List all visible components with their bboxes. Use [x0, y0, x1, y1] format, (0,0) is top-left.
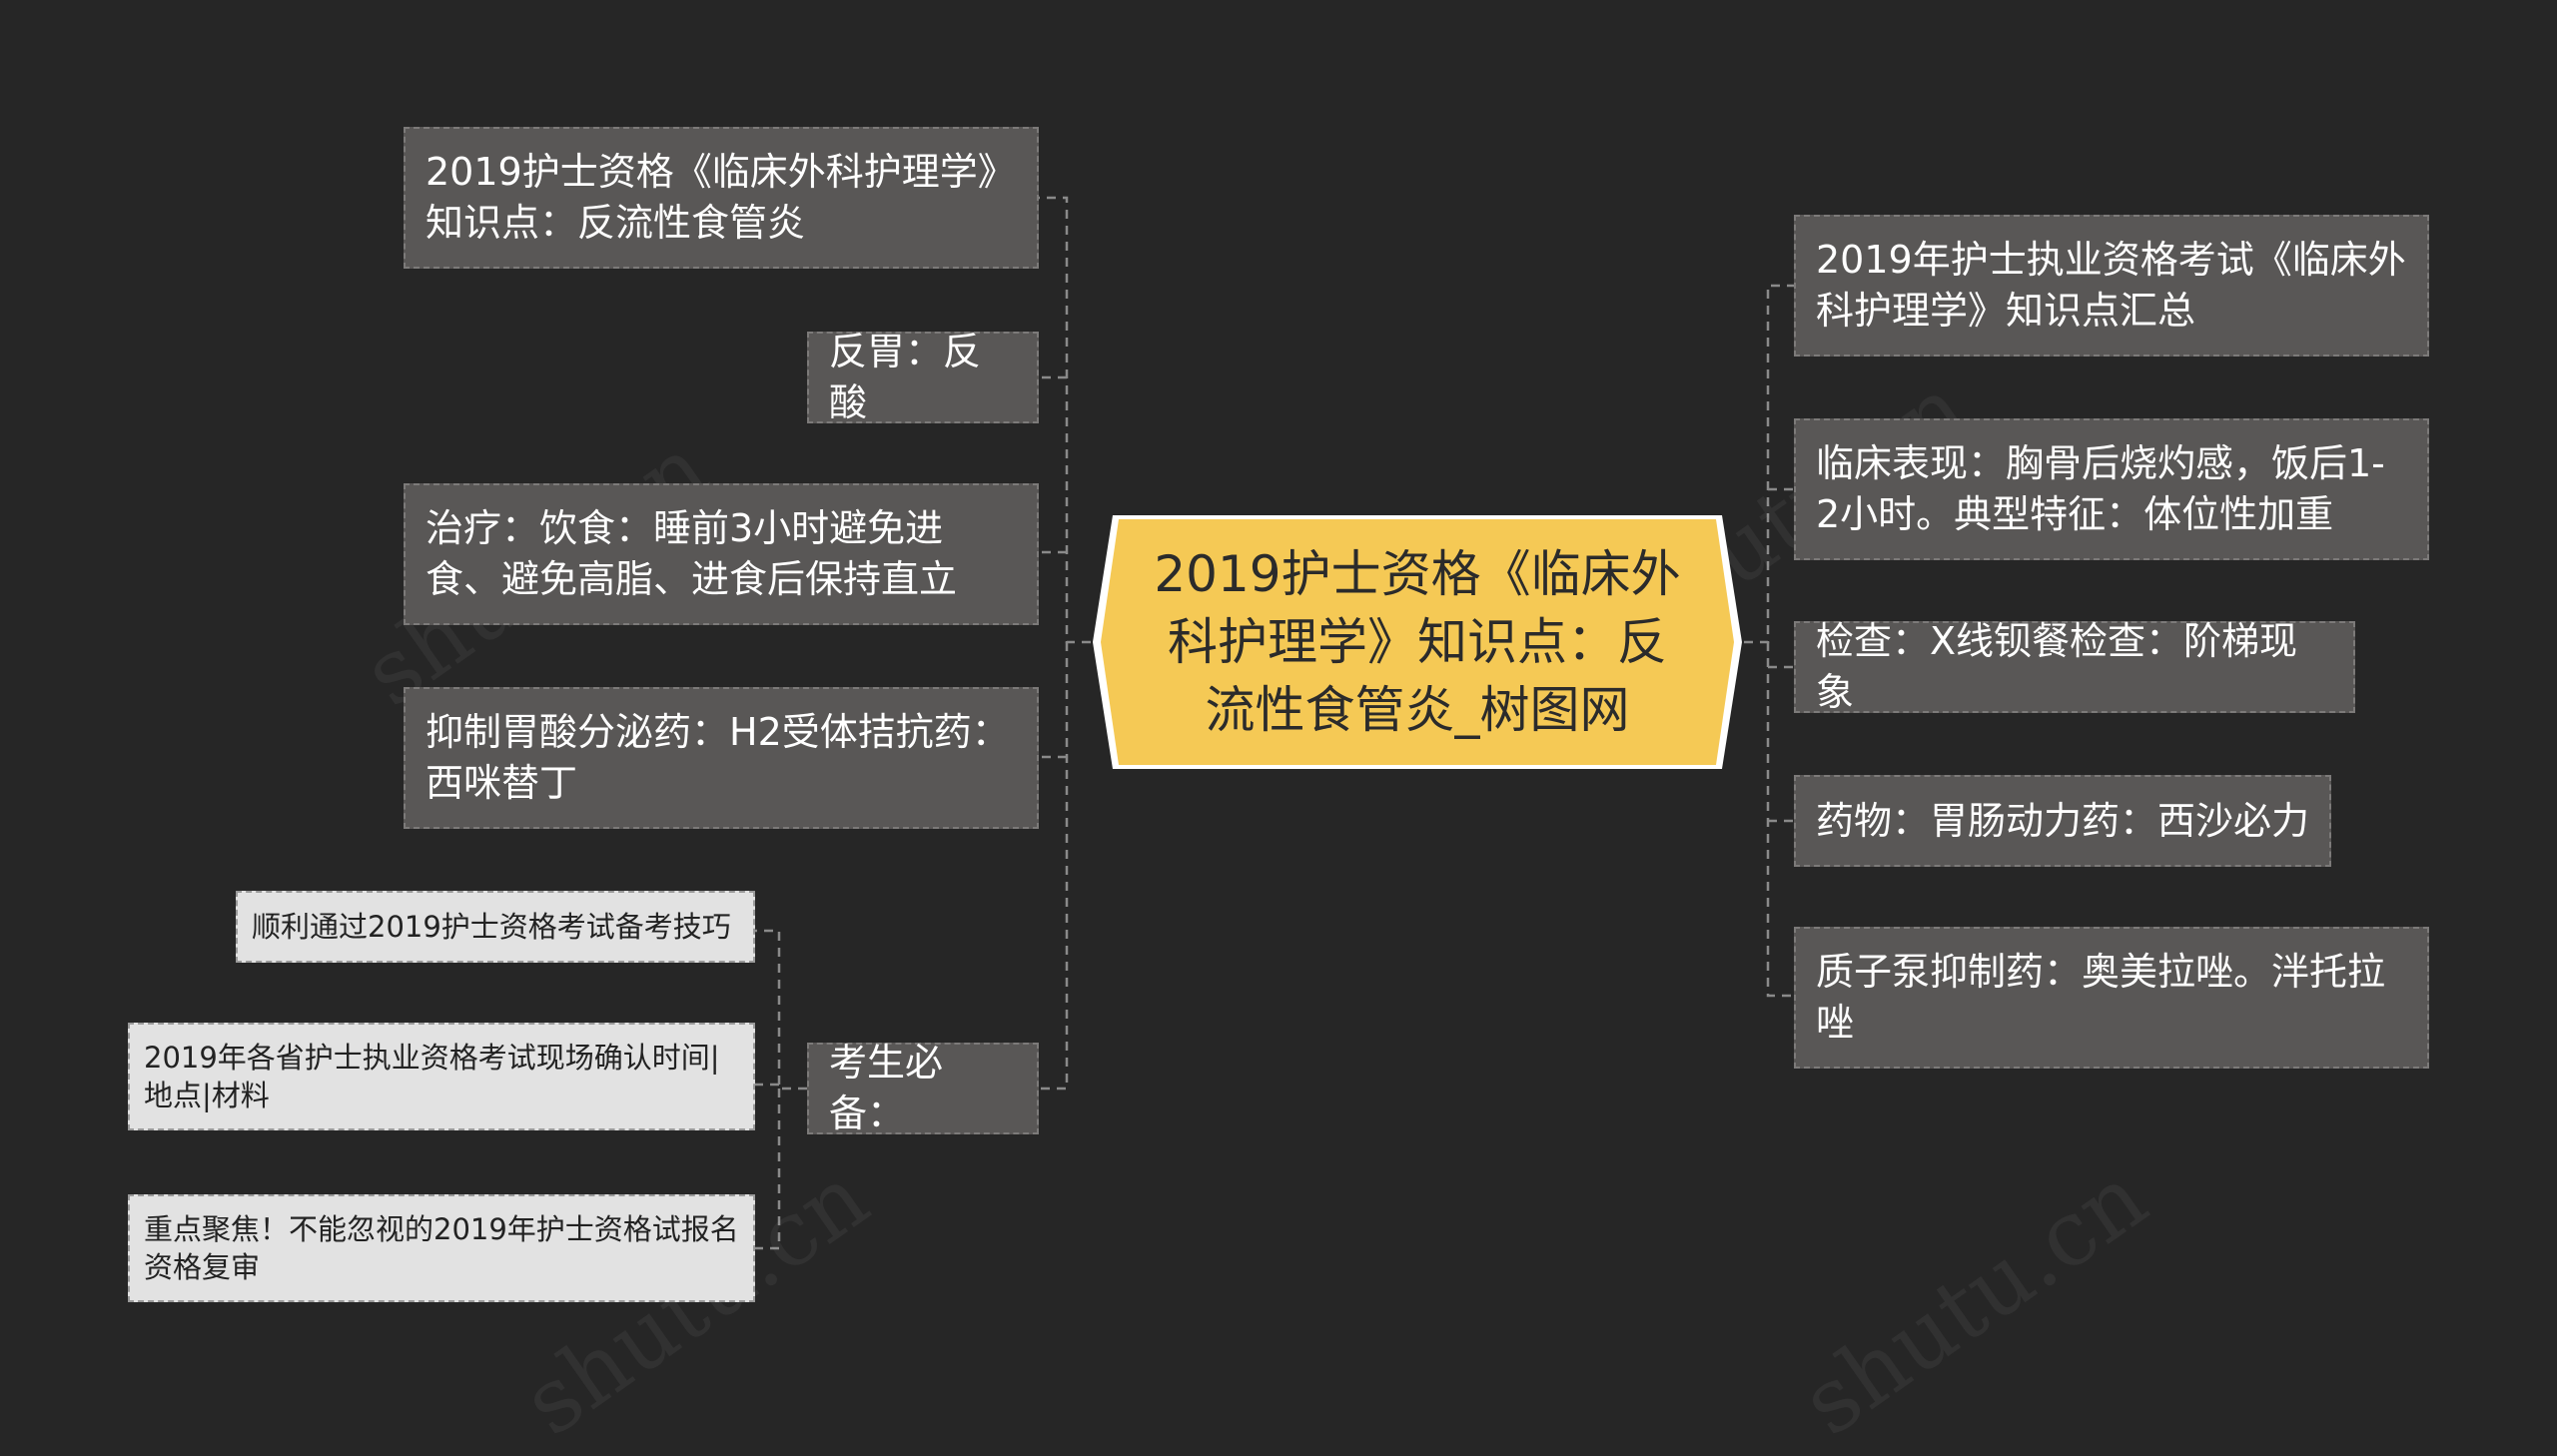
- left-node-3[interactable]: 治疗：饮食：睡前3小时避免进食、避免高脂、进食后保持直立: [404, 483, 1039, 625]
- right-trunk-line: [1744, 284, 1794, 644]
- left-node-1[interactable]: 2019护士资格《临床外科护理学》知识点：反流性食管炎: [404, 127, 1039, 269]
- left-trunk-line: [1039, 196, 1091, 644]
- center-hexagon-shape: [1093, 515, 1742, 769]
- center-node[interactable]: 2019护士资格《临床外科护理学》知识点：反流性食管炎_树图网: [1091, 511, 1744, 773]
- sub-trunk-line: [755, 929, 807, 1091]
- sub-node-1[interactable]: 顺利通过2019护士资格考试备考技巧: [236, 891, 755, 963]
- right-node-2[interactable]: 临床表现：胸骨后烧灼感，饭后1-2小时。典型特征：体位性加重: [1794, 418, 2429, 560]
- right-trunk-lower: [1766, 642, 1794, 998]
- sub-trunk-lower: [755, 1089, 781, 1250]
- left-node-5[interactable]: 考生必备：: [807, 1041, 1039, 1135]
- sub-node-2[interactable]: 2019年各省护士执业资格考试现场确认时间|地点|材料: [128, 1023, 755, 1130]
- right-node-1[interactable]: 2019年护士执业资格考试《临床外科护理学》知识点汇总: [1794, 215, 2429, 357]
- left-node-4[interactable]: 抑制胃酸分泌药：H2受体拮抗药：西咪替丁: [404, 687, 1039, 829]
- right-node-3[interactable]: 检查：X线钡餐检查：阶梯现象: [1794, 619, 2355, 714]
- sub-node-3[interactable]: 重点聚焦！不能忽视的2019年护士资格试报名资格复审: [128, 1194, 755, 1302]
- right-node-4[interactable]: 药物：胃肠动力药：西沙必力: [1794, 775, 2331, 867]
- left-trunk-lower: [1039, 642, 1069, 1091]
- right-node-5[interactable]: 质子泵抑制药：奥美拉唑。泮托拉唑: [1794, 927, 2429, 1069]
- left-node-2[interactable]: 反胃：反酸: [807, 330, 1039, 424]
- center-node-label: 2019护士资格《临床外科护理学》知识点：反流性食管炎_树图网: [1154, 545, 1681, 739]
